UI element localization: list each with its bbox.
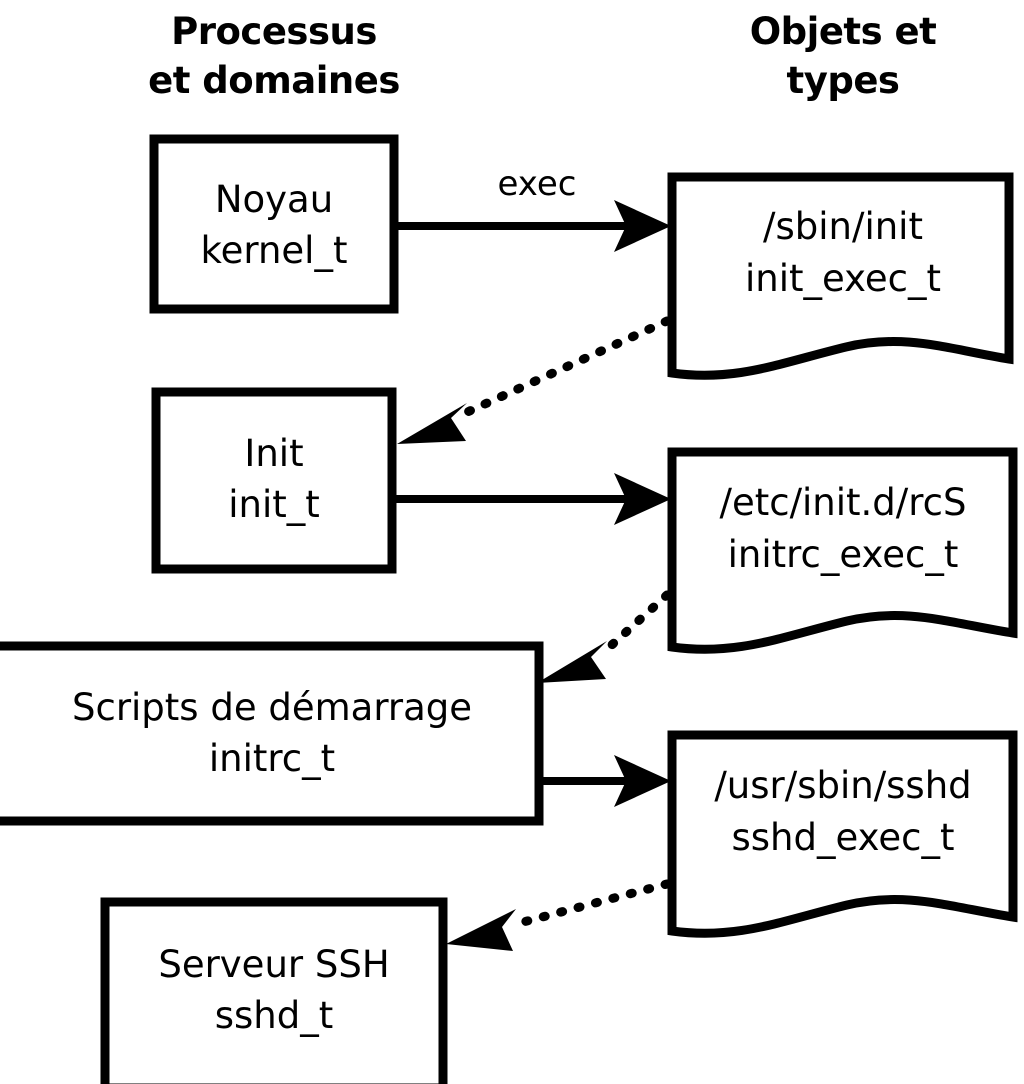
node-sshd-line1: Serveur SSH <box>158 943 389 986</box>
header-right-line1: Objets et <box>750 10 937 53</box>
node-sshd_exec[interactable]: /usr/sbin/sshd sshd_exec_t <box>667 730 1018 938</box>
document-shape[interactable] <box>667 172 1014 380</box>
column-header-objects: Objets et types <box>750 10 937 102</box>
node-sshd[interactable]: Serveur SSH sshd_t <box>100 897 448 1084</box>
arrow-head-icon <box>614 473 671 525</box>
node-box[interactable] <box>0 641 544 826</box>
header-left-line2: et domaines <box>148 59 400 102</box>
node-initrc_exec[interactable]: /etc/init.d/rcS initrc_exec_t <box>667 447 1018 654</box>
node-initrc[interactable]: Scripts de démarrage initrc_t <box>0 641 544 826</box>
edge-init-exec-initrc_exec <box>396 473 671 525</box>
node-initrc-line2: initrc_t <box>209 737 335 780</box>
edge-initrc_exec-transition-initrc <box>537 590 672 683</box>
edge-init_exec-transition-init <box>397 316 672 444</box>
node-sshd_exec-line1: /usr/sbin/sshd <box>714 764 971 807</box>
header-right-line2: types <box>787 59 900 102</box>
node-sshd-line2: sshd_t <box>215 994 334 1037</box>
node-init_exec[interactable]: /sbin/init init_exec_t <box>667 172 1014 380</box>
node-initrc_exec-line2: initrc_exec_t <box>728 533 959 576</box>
header-left-line1: Processus <box>171 10 377 53</box>
node-kernel-line2: kernel_t <box>201 229 348 272</box>
node-box[interactable] <box>100 897 448 1084</box>
arrow-head-icon <box>537 641 607 683</box>
edge-sshd_exec-transition-sshd <box>446 879 672 951</box>
edge-kernel-exec-init_exec: exec <box>398 164 671 252</box>
node-kernel[interactable]: Noyau kernel_t <box>149 134 399 314</box>
arrow-head-icon <box>446 909 516 951</box>
arrow-head-icon <box>614 200 671 252</box>
column-header-processes: Processus et domaines <box>148 10 400 102</box>
node-box[interactable] <box>151 387 397 574</box>
node-init_exec-line2: init_exec_t <box>745 257 941 300</box>
edge-line <box>599 590 672 657</box>
node-initrc_exec-line1: /etc/init.d/rcS <box>719 481 966 524</box>
arrow-head-icon <box>614 755 671 807</box>
node-init_exec-line1: /sbin/init <box>763 205 923 248</box>
edge-initrc-exec-sshd_exec <box>543 755 671 807</box>
document-shape[interactable] <box>667 730 1018 938</box>
node-initrc-line1: Scripts de démarrage <box>72 686 472 729</box>
node-init-line1: Init <box>244 432 303 475</box>
edge-line <box>458 316 672 419</box>
document-shape[interactable] <box>667 447 1018 654</box>
node-box[interactable] <box>149 134 399 314</box>
node-kernel-line1: Noyau <box>215 178 333 221</box>
node-init[interactable]: Init init_t <box>151 387 397 574</box>
node-sshd_exec-line2: sshd_exec_t <box>732 816 955 859</box>
node-init-line2: init_t <box>228 483 320 526</box>
edge-line <box>507 879 672 930</box>
edge-label-exec: exec <box>497 164 576 204</box>
arrow-head-icon <box>397 403 467 444</box>
